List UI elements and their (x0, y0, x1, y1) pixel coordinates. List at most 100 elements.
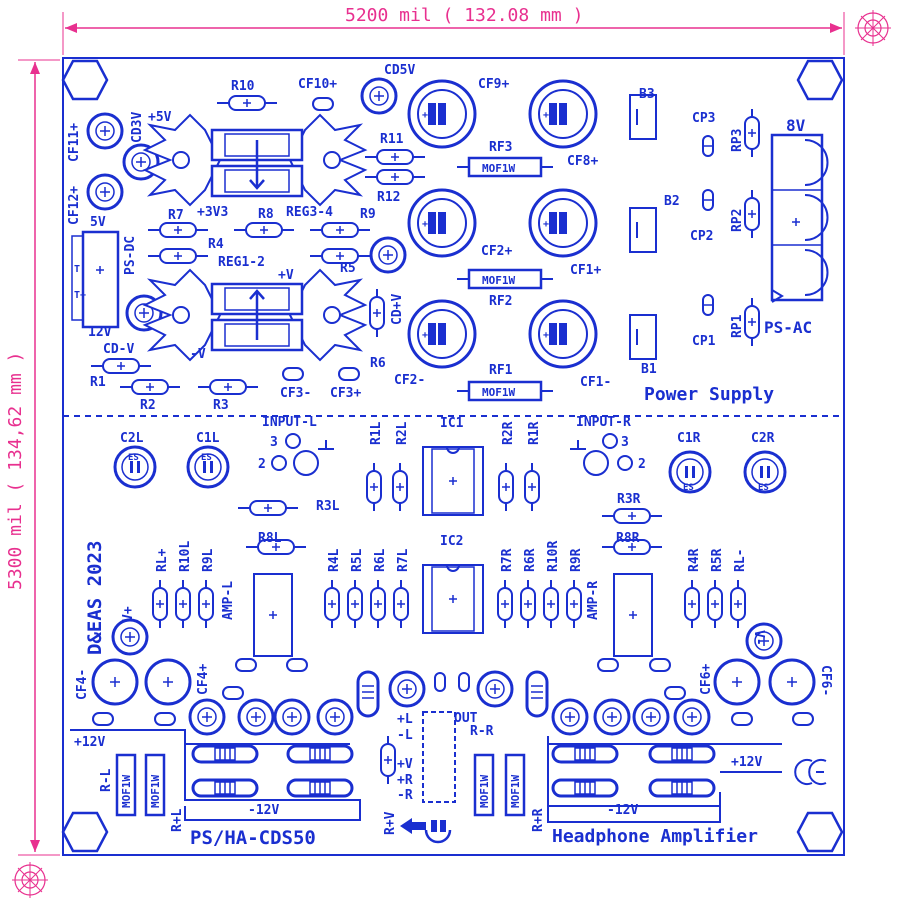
mount-hole-tr (796, 59, 844, 101)
svg-text:IC2: IC2 (440, 534, 463, 549)
cap-cf12 (86, 173, 124, 211)
cap-cp1 (702, 294, 714, 316)
svg-text:CF9+: CF9+ (478, 77, 509, 92)
svg-text:CF1-: CF1- (580, 375, 611, 390)
svg-text:2: 2 (638, 457, 646, 472)
svg-text:R4: R4 (208, 237, 224, 252)
svg-text:R9: R9 (360, 207, 376, 222)
svg-text:CD+V: CD+V (390, 294, 405, 325)
brand-label: D&EAS 2023 (84, 541, 106, 655)
svg-text:MOF1W: MOF1W (482, 386, 515, 399)
res-out-r4 (648, 778, 716, 798)
svg-text:-R: -R (397, 788, 413, 803)
svg-text:CF8+: CF8+ (567, 154, 598, 169)
svg-text:R3L: R3L (316, 499, 340, 514)
svg-text:MOF1W: MOF1W (120, 775, 133, 808)
cap-out-r3 (632, 698, 670, 736)
svg-text:CF4+: CF4+ (196, 664, 211, 695)
svg-text:R12: R12 (377, 190, 400, 205)
svg-text:R2: R2 (140, 398, 156, 413)
width-label: 5200 mil ( 132.08 mm ) (345, 5, 583, 26)
svg-text:R9R: R9R (569, 548, 584, 572)
svg-text:OUT: OUT (454, 711, 478, 726)
svg-text:R2R: R2R (501, 421, 516, 445)
svg-text:CD-V: CD-V (103, 342, 134, 357)
arrow-icon (400, 818, 426, 834)
height-dimension: 5300 mil ( 134,62 mm ) (5, 59, 60, 856)
svg-text:12V: 12V (88, 325, 112, 340)
ce-mark-icon (794, 759, 827, 785)
svg-text:+12V: +12V (731, 755, 762, 770)
res-out-r2 (648, 744, 716, 764)
svg-text:R+L: R+L (170, 808, 185, 832)
res-out-l2 (286, 744, 354, 764)
cap-cd5v (360, 77, 398, 115)
svg-text:RF3: RF3 (489, 140, 512, 155)
svg-text:RF2: RF2 (489, 294, 512, 309)
svg-text:MOF1W: MOF1W (509, 775, 522, 808)
svg-text:MOF1W: MOF1W (482, 162, 515, 175)
cap-out-l2 (237, 698, 275, 736)
svg-text:CF11+: CF11+ (67, 123, 82, 162)
svg-text:RL+: RL+ (155, 548, 170, 572)
height-label: 5300 mil ( 134,62 mm ) (5, 352, 26, 590)
svg-text:R7R: R7R (500, 548, 515, 572)
svg-text:R11: R11 (380, 132, 404, 147)
svg-text:V-: V- (751, 630, 766, 646)
connector-ps-ac (770, 133, 829, 303)
mount-hole-bl (61, 811, 109, 853)
svg-text:B2: B2 (664, 194, 680, 209)
cap-out-r2 (593, 698, 631, 736)
svg-text:R+V: R+V (383, 811, 398, 835)
regulator-reg34 (142, 113, 368, 207)
bridge-b1 (629, 314, 657, 360)
cap-out-r1 (551, 698, 589, 736)
svg-text:CF1+: CF1+ (570, 263, 601, 278)
svg-text:V+: V+ (121, 606, 136, 622)
svg-text:2: 2 (258, 457, 266, 472)
svg-text:CD5V: CD5V (384, 63, 415, 78)
mount-hole-br (796, 811, 844, 853)
regulator-reg12 (142, 268, 368, 362)
res-out-l4 (286, 778, 354, 798)
svg-text:R6R: R6R (523, 548, 538, 572)
svg-text:R5L: R5L (350, 548, 365, 572)
svg-text:R4R: R4R (687, 548, 702, 572)
svg-text:PS-DC: PS-DC (123, 236, 138, 275)
amp-labels: INPUT-L 3 2 INPUT-R 3 2 R1L R2L IC1 R2R … (74, 415, 833, 849)
cap-mid-l (388, 670, 426, 708)
power-labels: R10 CF10+ CD5V CF9+ B3 CP3 RP3 8V CF11+ … (67, 63, 812, 413)
cap-out-l3 (273, 698, 311, 736)
svg-text:+V: +V (397, 757, 413, 772)
amp-title: Headphone Amplifier (552, 826, 758, 847)
jack-input-l (271, 433, 334, 476)
svg-text:R6L: R6L (373, 548, 388, 572)
mount-hole-tl (61, 59, 109, 101)
cap-vp (111, 618, 149, 656)
svg-text:+3V3: +3V3 (197, 205, 228, 220)
res-out-l1 (191, 744, 259, 764)
jack-input-r (570, 433, 633, 476)
svg-text:5V: 5V (90, 215, 106, 230)
svg-text:REG1-2: REG1-2 (218, 255, 265, 270)
svg-text:R-R: R-R (470, 724, 494, 739)
cap-out-l1 (188, 698, 226, 736)
cap-cp3 (702, 135, 714, 157)
svg-text:REG3-4: REG3-4 (286, 205, 333, 220)
svg-text:R1R: R1R (527, 421, 542, 445)
svg-text:RL-: RL- (733, 549, 748, 572)
svg-text:CF4-: CF4- (75, 669, 90, 700)
svg-text:CF2-: CF2- (394, 373, 425, 388)
cap-cf1 (528, 188, 598, 258)
registration-mark-top (854, 9, 892, 47)
svg-text:R2L: R2L (395, 421, 410, 445)
svg-text:MOF1W: MOF1W (482, 274, 515, 287)
svg-text:CD3V: CD3V (130, 112, 145, 143)
svg-text:-V: -V (190, 347, 206, 362)
svg-text:AMP-L: AMP-L (221, 581, 236, 620)
svg-text:AMP-R: AMP-R (586, 581, 601, 620)
svg-text:R4L: R4L (327, 548, 342, 572)
svg-text:R1L: R1L (369, 421, 384, 445)
svg-text:R+R: R+R (531, 808, 546, 832)
svg-text:B3: B3 (639, 87, 655, 102)
